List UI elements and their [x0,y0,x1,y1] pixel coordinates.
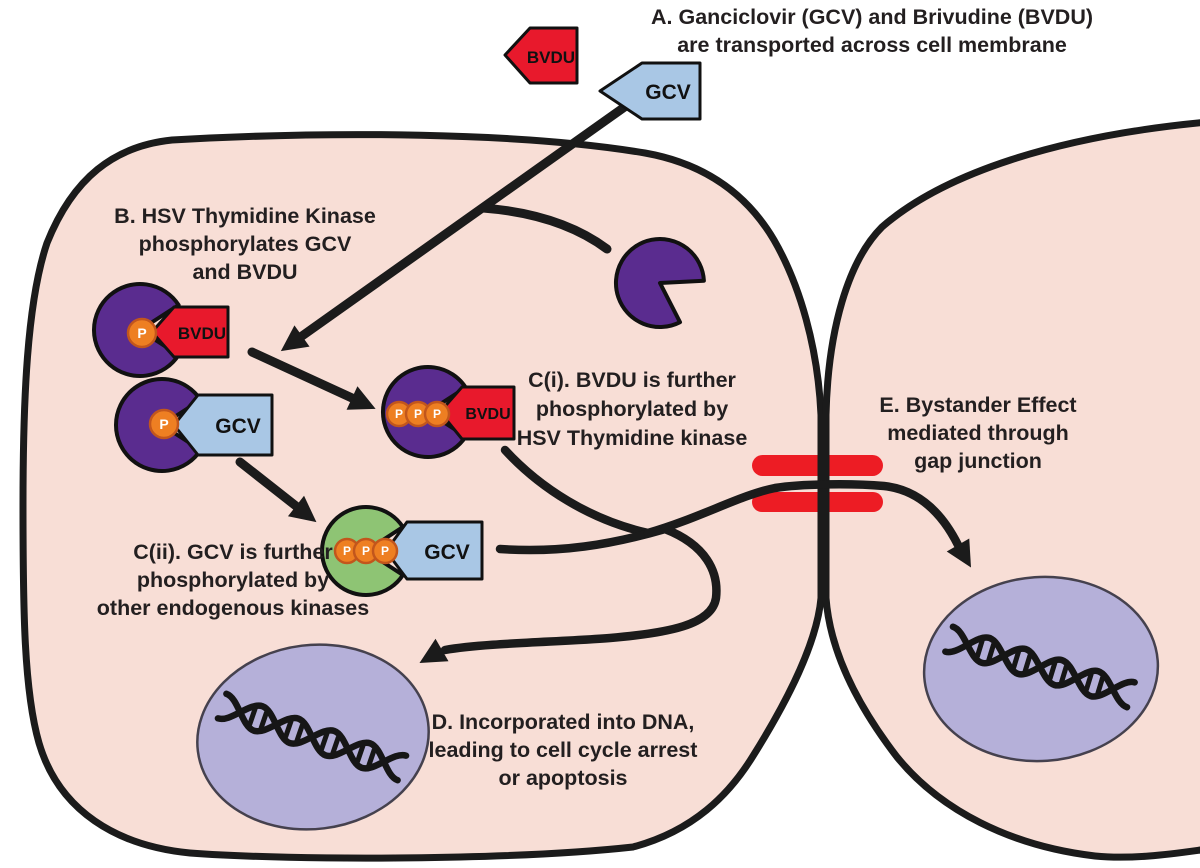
dna-incorporation-line [440,524,721,655]
phosphate-letter: P [159,416,168,432]
caption-b-line1: B. HSV Thymidine Kinase [114,204,376,228]
phosphate-icon [148,408,180,440]
extracellular-drugs: BVDU GCV [503,26,702,121]
bvdu-product-line [500,445,653,538]
gcv-tag [172,393,274,457]
phosphate-letter: P [433,407,441,421]
dna-helix-icon [214,690,410,784]
caption-c1-line3: HSV Thymidine kinase [517,426,748,450]
bvdu-phosphorylation-arrow [247,347,376,410]
caption-a-line2: are transported across cell membrane [677,33,1067,57]
caption-d-line2: leading to cell cycle arrest [429,738,698,762]
product-flow-lines [419,445,971,663]
phosphate-icon [423,400,451,428]
bystander-nucleus [922,575,1160,763]
phosphate-letter: P [343,544,351,558]
gcv-arrowhead-icon [287,495,317,523]
caption-c2-line1: C(ii). GCV is further [133,540,333,564]
tk-gcv-monophosphate: GCV P [113,377,274,473]
gcv-tag-label: GCV [215,415,261,438]
caption-e: E. Bystander Effect mediated through gap… [879,393,1076,473]
phosphate-letter: P [395,407,403,421]
caption-e-line3: gap junction [914,449,1042,473]
bvdu-tag [150,305,230,359]
endogenous-kinase-gcv-triphosphate: GCV P P P [320,505,484,597]
gcv-tag-label: GCV [424,541,470,564]
caption-c2-line3: other endogenous kinases [97,596,369,620]
gcv-phosphorylation-arrow [235,457,317,523]
tk-bvdu-triphosphate: BVDU P P P [380,365,516,459]
phosphate-letter: P [137,325,146,341]
caption-b: B. HSV Thymidine Kinase phosphorylates G… [114,204,376,284]
gcv-tag [384,520,484,581]
caption-c2-line2: phosphorylated by [137,568,329,592]
bvdu-tag [438,385,516,441]
caption-d: D. Incorporated into DNA, leading to cel… [429,710,698,790]
caption-b-line3: and BVDU [192,260,297,284]
donor-nucleus [196,643,430,831]
bvdu-molecule [503,26,579,85]
free-hsv-tk-enzyme-icon [613,237,706,330]
caption-d-line3: or apoptosis [498,766,627,790]
caption-b-line2: phosphorylates GCV [139,232,352,256]
caption-c1-line1: C(i). BVDU is further [528,368,736,392]
caption-a: A. Ganciclovir (GCV) and Brivudine (BVDU… [651,5,1093,57]
tk-bvdu-monophosphate: BVDU P [91,282,230,378]
phosphate-letter: P [414,407,422,421]
transport-arrowhead-icon [280,325,310,352]
gcv-molecule-label: GCV [645,81,691,104]
enzyme-connector-curve [478,203,612,254]
caption-d-line1: D. Incorporated into DNA, [432,710,695,734]
caption-c2: C(ii). GCV is further phosphorylated by … [97,540,369,620]
bystander-flow-line [643,480,963,550]
phosphate-letter: P [381,544,389,558]
transport-arrow [280,91,645,352]
phosphate-letter: P [362,544,370,558]
caption-e-line1: E. Bystander Effect [879,393,1076,417]
bvdu-tag-label: BVDU [465,406,510,423]
caption-a-line1: A. Ganciclovir (GCV) and Brivudine (BVDU… [651,5,1093,29]
phosphate-icon [126,317,158,349]
bvdu-tag-label: BVDU [178,324,226,343]
dna-helix-icon [942,623,1138,711]
dna-arrowhead-icon [419,638,449,663]
caption-e-line2: mediated through [887,421,1069,445]
caption-c1: C(i). BVDU is further phosphorylated by … [517,368,748,450]
phosphate-icon [371,537,399,565]
bvdu-molecule-label: BVDU [527,48,575,67]
gap-junction [752,438,883,600]
caption-c1-line2: phosphorylated by [536,397,728,421]
bvdu-arrowhead-icon [346,386,376,410]
bystander-arrowhead-icon [946,538,971,568]
gcv-molecule [598,61,702,121]
